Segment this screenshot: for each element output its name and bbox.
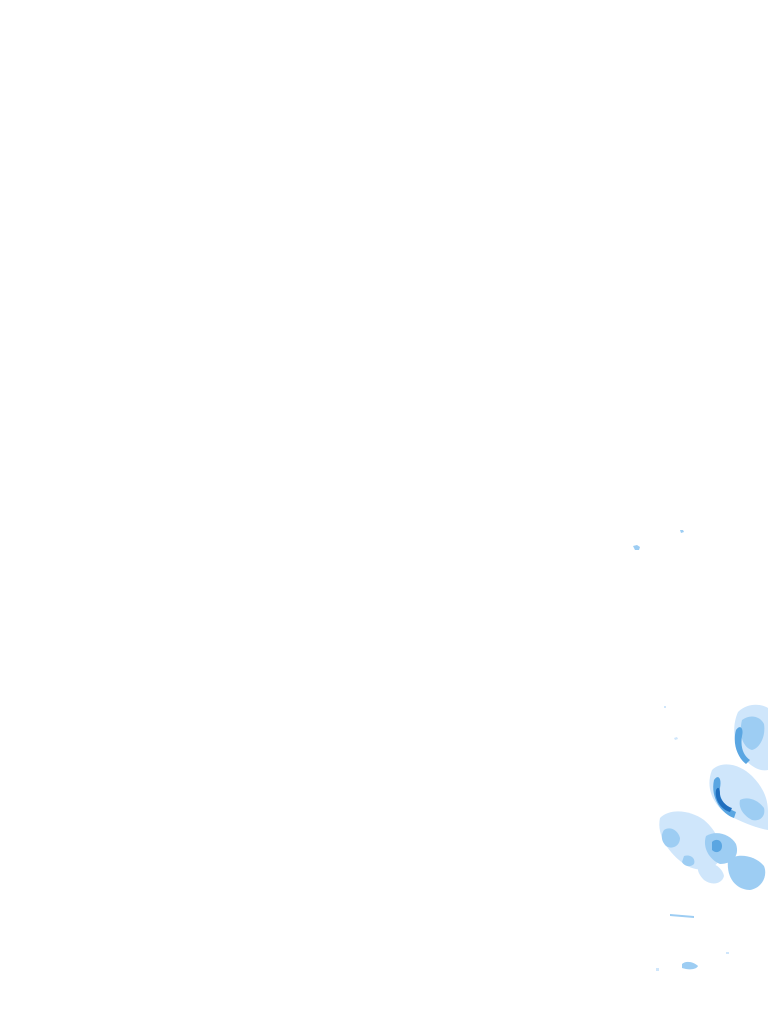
precip-cell xyxy=(713,777,736,818)
precip-cell xyxy=(734,727,750,764)
precip-cell xyxy=(664,706,666,708)
precip-cell xyxy=(661,828,680,848)
precip-cell xyxy=(682,855,695,867)
precip-cell xyxy=(740,716,765,750)
precip-cell xyxy=(682,961,698,970)
precip-cell xyxy=(739,798,765,821)
precip-cell xyxy=(712,839,722,853)
precip-cell xyxy=(670,914,694,918)
precip-cell xyxy=(674,737,678,740)
precip-cell xyxy=(727,855,766,890)
precip-cell xyxy=(633,545,640,550)
precip-cell xyxy=(715,787,732,812)
precip-cell xyxy=(697,862,724,884)
precip-cell xyxy=(726,952,729,954)
precip-cell xyxy=(656,968,659,971)
precip-cell xyxy=(659,811,722,870)
precip-cell xyxy=(680,530,684,533)
